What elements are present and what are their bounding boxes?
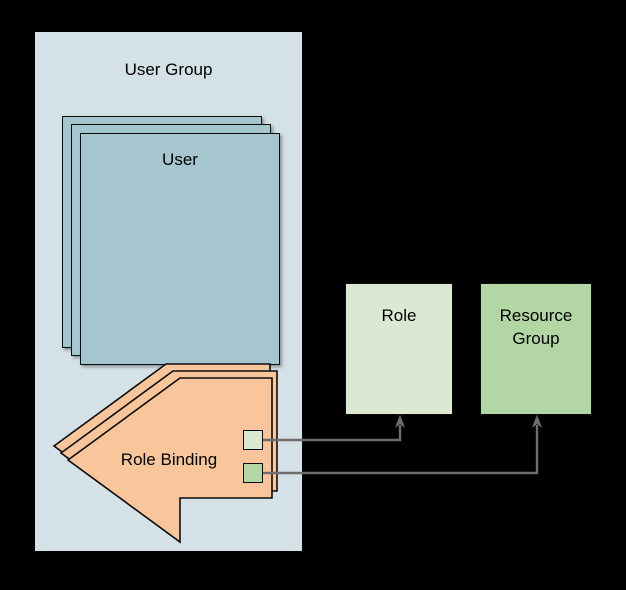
connector-resource-group xyxy=(263,414,542,475)
resource-group-key-square[interactable] xyxy=(243,463,263,483)
role-box[interactable]: Role xyxy=(345,283,453,415)
user-card-front[interactable] xyxy=(80,133,280,365)
user-group-label: User Group xyxy=(124,60,213,79)
resource-group-box-label: Resource Group xyxy=(499,306,573,348)
resource-group-box[interactable]: Resource Group xyxy=(480,283,592,415)
role-key-square[interactable] xyxy=(243,430,263,450)
user-label: User xyxy=(162,150,198,169)
role-binding-label: Role Binding xyxy=(120,450,218,469)
role-binding-arrow-front[interactable] xyxy=(66,376,286,546)
role-box-label: Role xyxy=(381,306,417,325)
